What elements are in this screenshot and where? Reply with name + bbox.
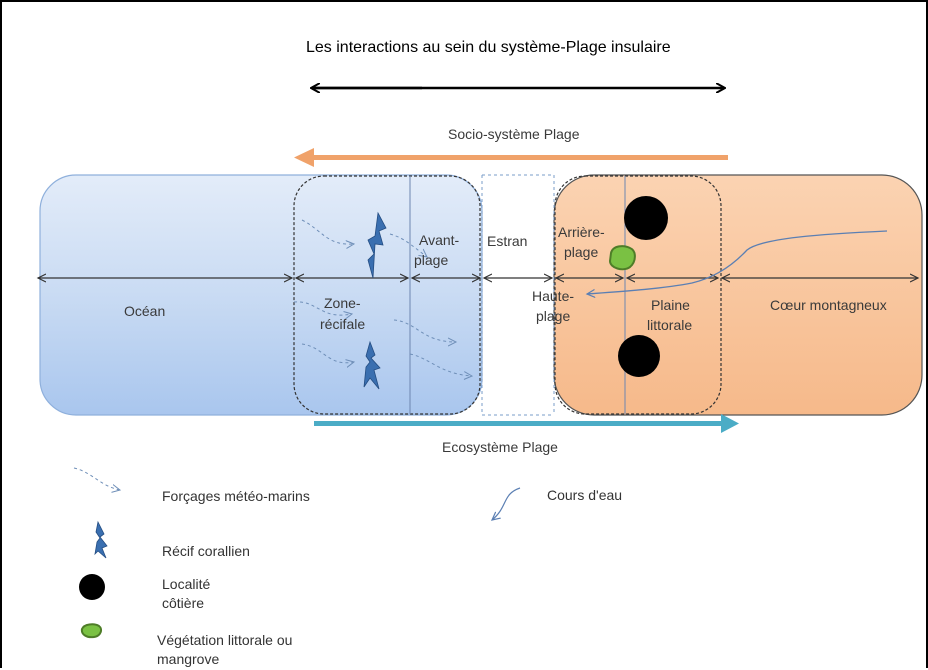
legend-locality-icon xyxy=(79,574,105,600)
ocean-label: Océan xyxy=(124,303,166,319)
reef-icon xyxy=(363,340,381,390)
legend-vegetation-icon xyxy=(80,623,103,639)
reef-icon xyxy=(367,211,387,279)
legend-forcing-icon xyxy=(73,467,120,490)
socio-arrow-head xyxy=(294,148,314,167)
river-line xyxy=(587,230,888,294)
eco-arrow-head xyxy=(721,414,739,433)
legend-locality-label-2: côtière xyxy=(162,595,205,611)
eco-arrow-shaft xyxy=(314,421,724,426)
recifal-zone-outline xyxy=(293,175,481,415)
legend-forcing-label: Forçages météo-marins xyxy=(162,488,310,504)
diagram-title: Les interactions au sein du système-Plag… xyxy=(306,39,671,56)
vegetation-icon xyxy=(608,245,636,271)
coeur-montagneux-label: Cœur montagneux xyxy=(770,297,887,313)
locality-icon xyxy=(624,196,668,240)
arriere-plage-label-1: Arrière- xyxy=(558,224,605,240)
estran-label: Estran xyxy=(487,233,528,249)
avant-plage-label-2: plage xyxy=(414,252,449,268)
plaine-littorale-label-2: littorale xyxy=(647,317,693,333)
legend-reef-icon xyxy=(94,520,108,559)
legend-river-label: Cours d'eau xyxy=(547,487,623,503)
plaine-littorale-label-1: Plaine xyxy=(651,297,690,313)
locality-icon xyxy=(618,335,660,377)
ocean-block xyxy=(39,174,483,416)
arriere-plage-label-2: plage xyxy=(564,244,599,260)
avant-plage-label-1: Avant- xyxy=(419,232,460,248)
zone-recifale-label-1: Zone- xyxy=(324,295,361,311)
littoral-zone-outline xyxy=(554,175,722,415)
haute-plage-label-2: plage xyxy=(536,308,571,324)
haute-plage-label-1: Haute- xyxy=(532,288,575,304)
socio-arrow-shaft xyxy=(310,155,728,160)
weather-forcing-arrows xyxy=(293,219,472,376)
eco-arrow-label: Ecosystème Plage xyxy=(442,439,558,455)
land-block xyxy=(553,174,923,416)
legend-locality-label-1: Localité xyxy=(162,576,211,592)
legend-reef-label: Récif corallien xyxy=(162,543,250,559)
zone-recifale-label-2: récifale xyxy=(320,316,366,332)
legend-river-icon xyxy=(492,487,521,520)
socio-arrow-label: Socio-système Plage xyxy=(448,126,580,142)
legend-vegetation-label-1: Végétation littorale ou xyxy=(157,632,293,648)
legend-vegetation-label-2: mangrove xyxy=(157,651,220,667)
